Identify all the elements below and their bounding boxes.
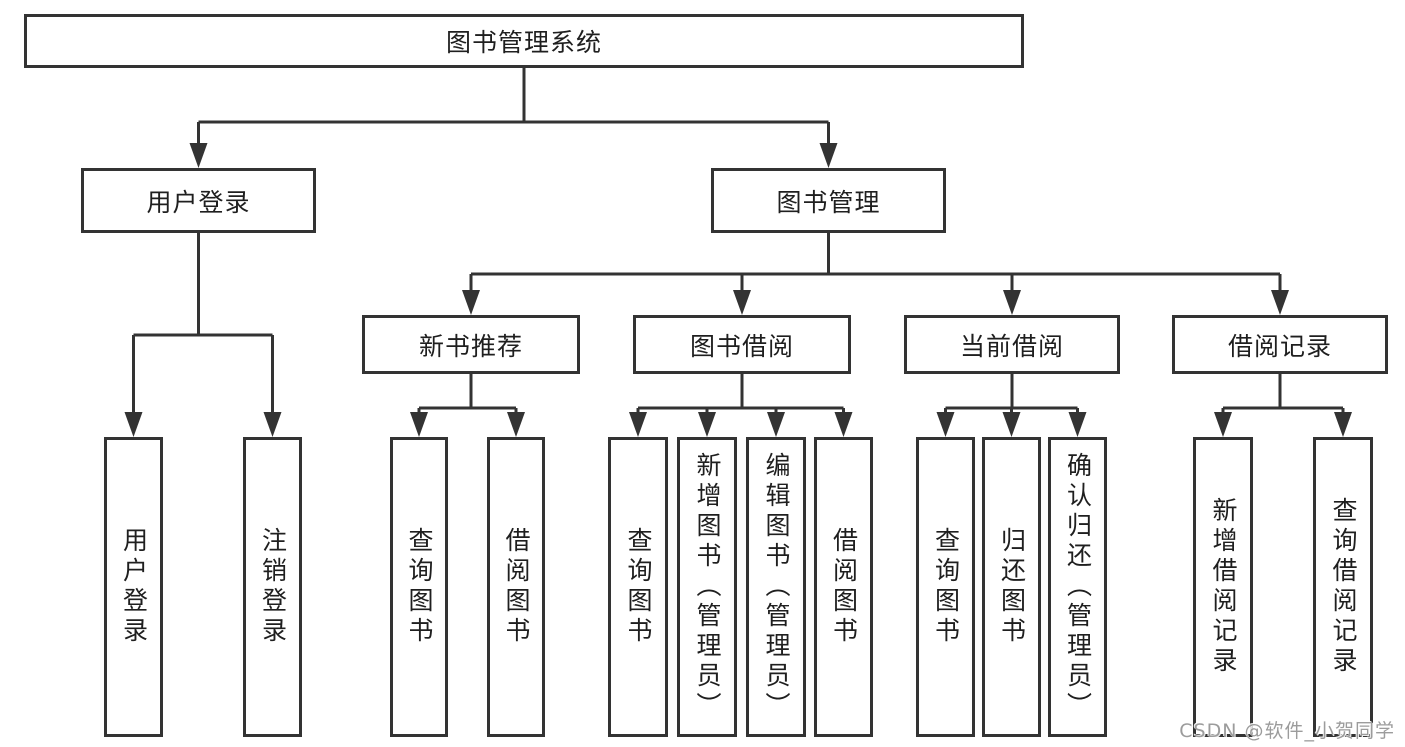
node-label: 图书借阅 <box>689 331 794 361</box>
node-label: 当前借阅 <box>959 331 1064 361</box>
leaf-label: 用户登录 <box>119 527 149 647</box>
leaf-confirm-return-admin: 确认归还（管理员） <box>1048 437 1107 737</box>
leaf-label: 借阅图书 <box>502 527 531 647</box>
node-new-book-recommend: 新书推荐 <box>362 315 580 374</box>
node-label: 图书管理系统 <box>445 28 602 57</box>
leaf-label: 借阅图书 <box>829 527 859 647</box>
arrow-down-icon <box>1003 290 1021 315</box>
leaf-query-books-current: 查询图书 <box>916 437 975 737</box>
arrow-down-icon <box>410 412 428 437</box>
node-label: 用户登录 <box>146 187 251 217</box>
arrow-down-icon <box>1271 290 1289 315</box>
arrow-down-icon <box>1334 412 1352 437</box>
arrow-down-icon <box>507 412 525 437</box>
arrow-down-icon <box>698 412 716 437</box>
arrow-down-icon <box>629 412 647 437</box>
leaf-label: 注销登录 <box>258 527 288 647</box>
node-borrow-records: 借阅记录 <box>1172 315 1388 374</box>
arrow-down-icon <box>263 412 282 437</box>
leaf-logout: 注销登录 <box>243 437 302 737</box>
leaf-return-book: 归还图书 <box>982 437 1041 737</box>
leaf-borrow-books-recommend: 借阅图书 <box>487 437 545 737</box>
node-library-system: 图书管理系统 <box>24 14 1024 68</box>
arrow-down-icon <box>936 412 955 437</box>
leaf-query-borrow-record: 查询借阅记录 <box>1313 437 1373 737</box>
leaf-add-book-admin: 新增图书（管理员） <box>677 437 737 737</box>
leaf-label: 新增图书（管理员） <box>693 452 722 722</box>
arrow-down-icon <box>462 290 480 315</box>
leaf-label: 确认归还（管理员） <box>1063 452 1093 722</box>
leaf-query-books-borrow: 查询图书 <box>608 437 668 737</box>
node-current-borrow: 当前借阅 <box>904 315 1120 374</box>
node-label: 图书管理 <box>776 187 881 217</box>
arrow-down-icon <box>1002 412 1021 437</box>
arrowhead-icons <box>124 143 1352 437</box>
arrow-down-icon <box>834 412 853 437</box>
node-label: 新书推荐 <box>418 331 523 361</box>
leaf-edit-book-admin: 编辑图书（管理员） <box>746 437 806 737</box>
leaf-label: 查询图书 <box>624 527 653 647</box>
csdn-watermark: CSDN @软件_小贺同学 <box>1179 720 1395 742</box>
node-book-borrow: 图书借阅 <box>633 315 851 374</box>
leaf-query-books-recommend: 查询图书 <box>390 437 448 737</box>
node-book-management: 图书管理 <box>711 168 946 233</box>
tree-edges <box>132 68 1345 417</box>
arrow-down-icon <box>733 290 751 315</box>
arrow-down-icon <box>124 412 143 437</box>
arrow-down-icon <box>819 143 838 168</box>
leaf-label: 新增借阅记录 <box>1209 497 1238 677</box>
arrow-down-icon <box>189 143 208 168</box>
leaf-borrow-books-borrow: 借阅图书 <box>814 437 873 737</box>
leaf-label: 查询图书 <box>931 527 961 647</box>
arrow-down-icon <box>1068 412 1087 437</box>
arrow-down-icon <box>1214 412 1232 437</box>
leaf-add-borrow-record: 新增借阅记录 <box>1193 437 1253 737</box>
leaf-label: 查询图书 <box>405 527 434 647</box>
leaf-label: 查询借阅记录 <box>1329 497 1358 677</box>
leaf-label: 编辑图书（管理员） <box>762 452 791 722</box>
node-label: 借阅记录 <box>1227 331 1332 361</box>
node-user-login: 用户登录 <box>81 168 316 233</box>
leaf-label: 归还图书 <box>997 527 1027 647</box>
leaf-user-login: 用户登录 <box>104 437 163 737</box>
arrow-down-icon <box>767 412 785 437</box>
